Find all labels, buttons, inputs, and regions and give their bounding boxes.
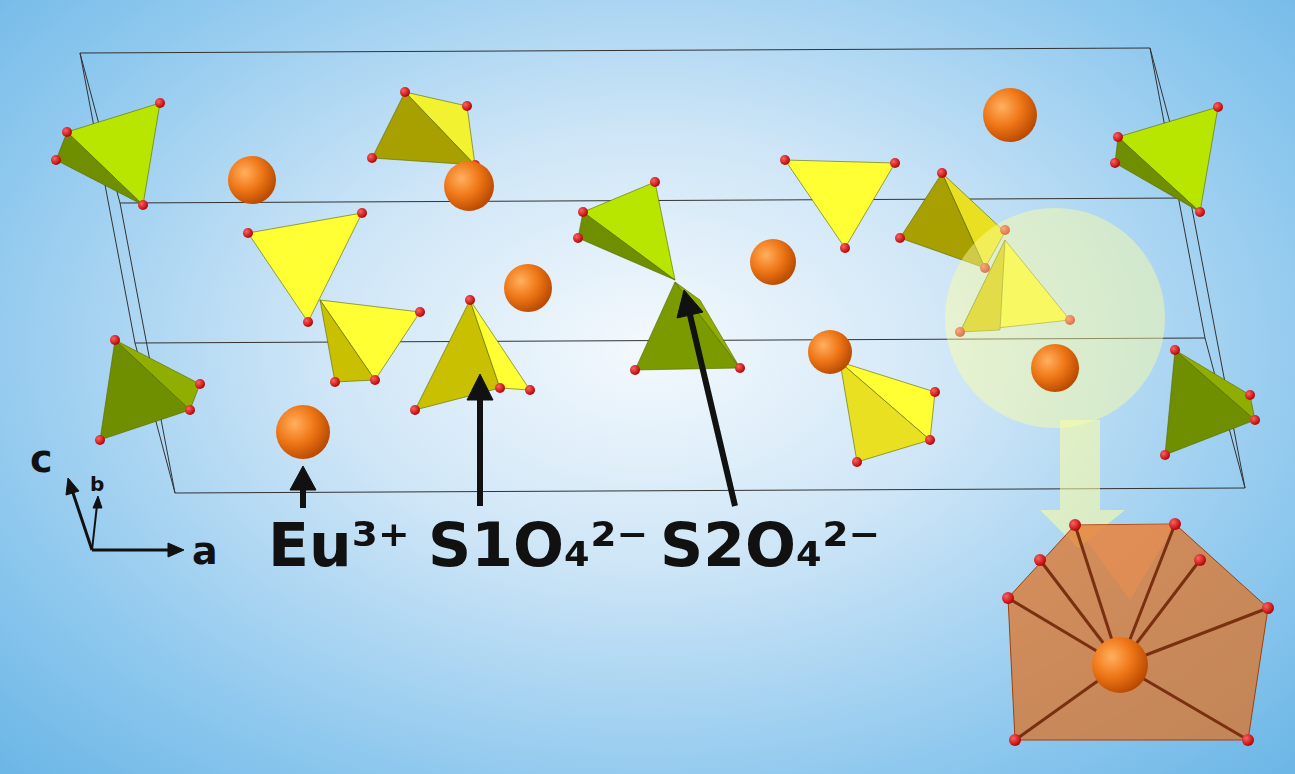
europium-atoms bbox=[228, 88, 1037, 459]
atom-label: Eu³⁺ bbox=[268, 515, 410, 575]
leader-arrows bbox=[290, 290, 735, 508]
tetrahedra bbox=[56, 92, 1255, 462]
ion-label: S2O₄²⁻ bbox=[660, 515, 880, 575]
ion-label: S1O₄²⁻ bbox=[428, 515, 648, 575]
axis-label: c bbox=[30, 440, 53, 478]
axes bbox=[66, 478, 184, 557]
oxygen-atoms bbox=[51, 87, 1260, 467]
axis-label: b bbox=[90, 474, 104, 494]
axis-label: a bbox=[192, 532, 218, 570]
inset-highlight bbox=[945, 208, 1165, 548]
coordination-polyhedron bbox=[1002, 518, 1274, 746]
